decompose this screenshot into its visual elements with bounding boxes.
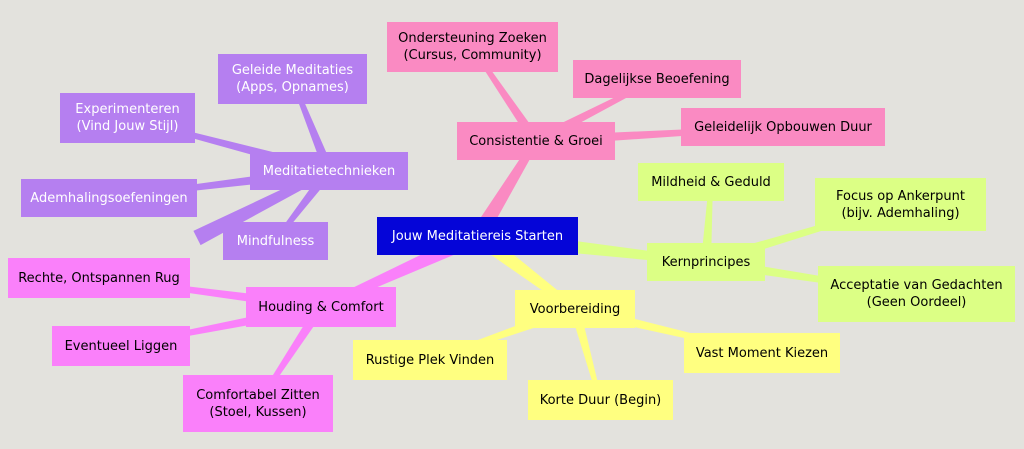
node-geleide-meditaties[interactable]: Geleide Meditaties (Apps, Opnames) [218,54,367,104]
node-mindfulness[interactable]: Mindfulness [223,222,328,260]
connector-voorbereiding-kort [570,307,602,401]
node-mildheid-geduld[interactable]: Mildheid & Geduld [638,163,784,201]
node-rechte-rug[interactable]: Rechte, Ontspannen Rug [8,258,190,298]
node-geleidelijk-opbouwen-duur[interactable]: Geleidelijk Opbouwen Duur [681,108,885,146]
node-vast-moment-kiezen[interactable]: Vast Moment Kiezen [684,333,840,373]
branch-kernprincipes[interactable]: Kernprincipes [647,243,765,281]
branch-consistentie-groei[interactable]: Consistentie & Groei [457,122,615,160]
node-ademhalingsoefeningen[interactable]: Ademhalingsoefeningen [21,179,197,217]
node-comfortabel-zitten[interactable]: Comfortabel Zitten (Stoel, Kussen) [183,375,333,432]
node-eventueel-liggen[interactable]: Eventueel Liggen [52,326,190,366]
node-ondersteuning-zoeken[interactable]: Ondersteuning Zoeken (Cursus, Community) [387,22,558,72]
node-focus-ankerpunt[interactable]: Focus op Ankerpunt (bijv. Ademhaling) [815,178,986,231]
branch-houding-comfort[interactable]: Houding & Comfort [246,287,396,327]
node-rustige-plek-vinden[interactable]: Rustige Plek Vinden [353,340,507,380]
connector-kern-mildheid [701,181,713,263]
node-experimenteren[interactable]: Experimenteren (Vind Jouw Stijl) [60,93,195,143]
branch-voorbereiding[interactable]: Voorbereiding [515,290,635,328]
branch-meditatietechnieken[interactable]: Meditatietechnieken [250,152,408,190]
node-dagelijkse-beoefening[interactable]: Dagelijkse Beoefening [573,60,741,98]
node-korte-duur[interactable]: Korte Duur (Begin) [528,380,673,420]
node-acceptatie-gedachten[interactable]: Acceptatie van Gedachten (Geen Oordeel) [818,266,1015,322]
root-node[interactable]: Jouw Meditatiereis Starten [377,217,578,255]
connector-root-consistentie [471,139,539,241]
